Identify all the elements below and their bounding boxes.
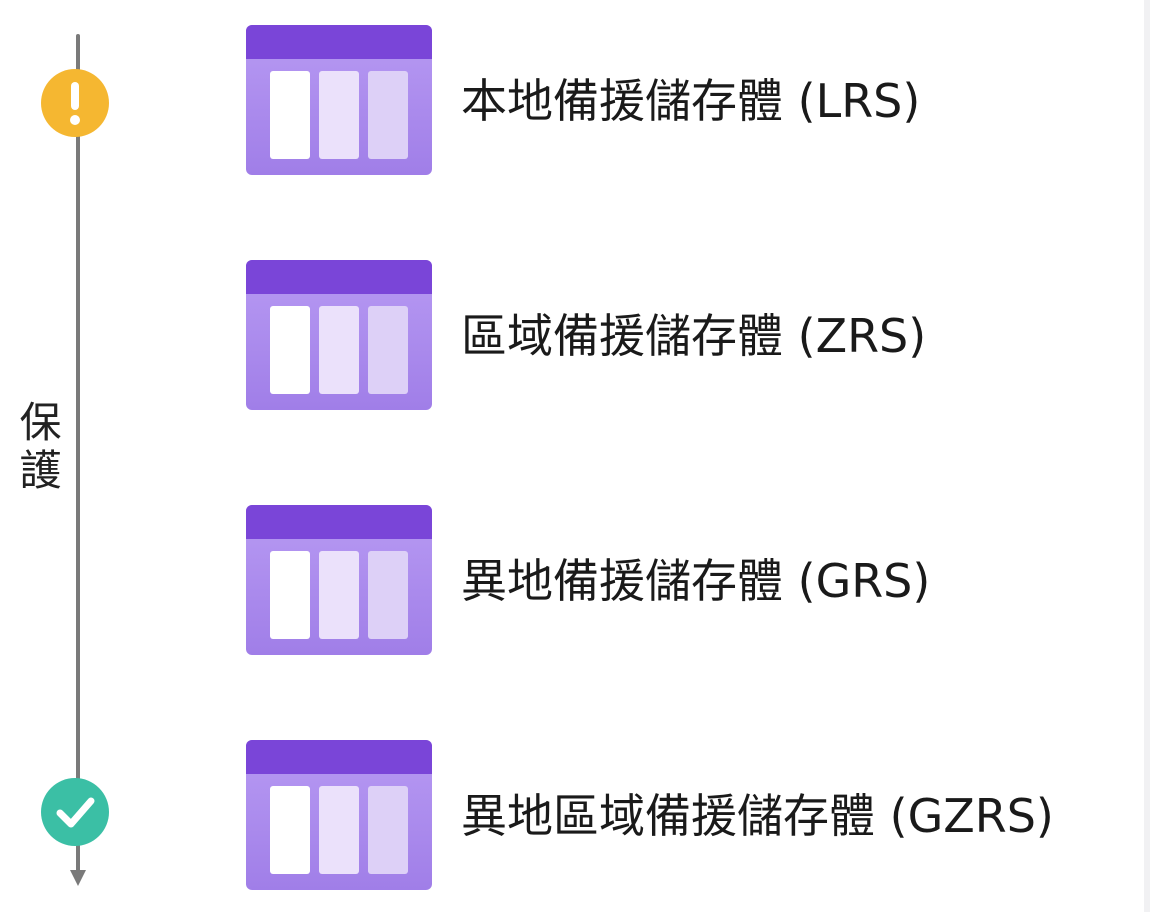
option-lrs: 本地備援儲存體 (LRS) (246, 25, 1126, 175)
storage-table-icon (246, 25, 432, 175)
storage-table-icon (246, 740, 432, 890)
option-label-zrs: 區域備援儲存體 (ZRS) (461, 309, 927, 363)
table-column (319, 306, 359, 394)
protection-axis-label: 保護 (13, 400, 62, 496)
option-grs: 異地備援儲存體 (GRS) (246, 505, 1126, 655)
table-column (368, 551, 408, 639)
table-column (270, 786, 310, 874)
table-column (368, 786, 408, 874)
table-column (368, 71, 408, 159)
table-column (319, 71, 359, 159)
option-gzrs: 異地區域備援儲存體 (GZRS) (246, 740, 1126, 890)
storage-table-icon (246, 505, 432, 655)
table-column (319, 551, 359, 639)
axis-arrow-down-icon (70, 870, 86, 886)
option-zrs: 區域備援儲存體 (ZRS) (246, 260, 1126, 410)
warning-icon (40, 68, 110, 138)
checkmark-icon (40, 777, 110, 847)
table-header (246, 260, 432, 294)
storage-table-icon (246, 260, 432, 410)
table-column (368, 306, 408, 394)
table-column (270, 306, 310, 394)
table-header (246, 25, 432, 59)
option-label-lrs: 本地備援儲存體 (LRS) (461, 74, 921, 128)
protection-axis-line (76, 34, 80, 872)
table-column (270, 71, 310, 159)
option-label-grs: 異地備援儲存體 (GRS) (461, 554, 931, 608)
option-label-gzrs: 異地區域備援儲存體 (GZRS) (461, 789, 1054, 843)
right-edge-strip (1144, 0, 1150, 912)
table-column (270, 551, 310, 639)
table-header (246, 740, 432, 774)
table-column (319, 786, 359, 874)
table-header (246, 505, 432, 539)
